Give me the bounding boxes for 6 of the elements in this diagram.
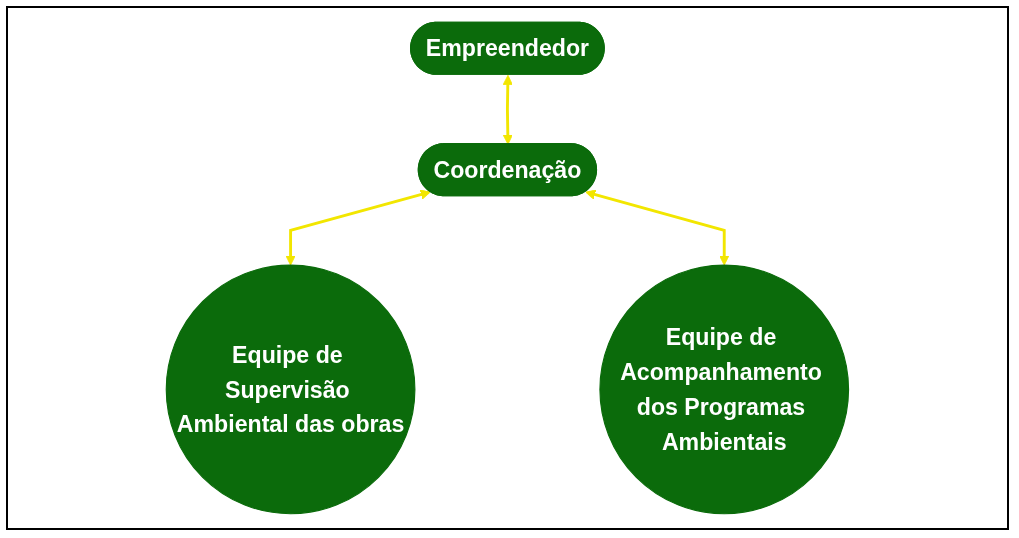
frame-border: Empreendedor Coordenação Equipe de Supervisão Ambiental das obras Equipe de Acompanhamento dos Programas Ambientais bbox=[6, 6, 1009, 530]
node-circle bbox=[165, 264, 416, 515]
arrow bbox=[285, 189, 431, 266]
node-circle bbox=[599, 264, 850, 515]
arrow bbox=[585, 189, 730, 266]
arrow bbox=[502, 74, 513, 145]
